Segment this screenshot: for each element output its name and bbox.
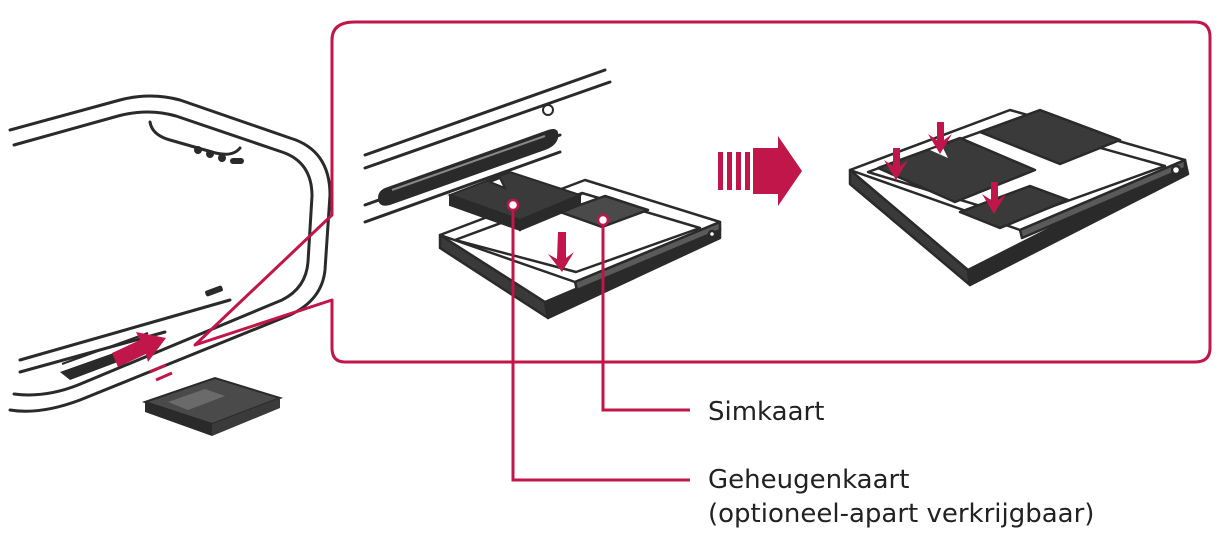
notch-camera bbox=[194, 146, 244, 164]
insert-arrow-icon bbox=[112, 332, 173, 382]
magnify-callout-frame bbox=[193, 20, 1212, 364]
memory-card-note: (optioneel-apart verkrijgbaar) bbox=[708, 499, 1095, 529]
sim-card-label: Simkaart bbox=[708, 397, 825, 427]
memory-card bbox=[447, 170, 583, 232]
leader-lines bbox=[511, 210, 690, 482]
sim-tray-open bbox=[438, 178, 722, 320]
sim-tray-small bbox=[141, 376, 284, 436]
insert-arrows-icon bbox=[884, 122, 1006, 214]
sim-card-leader bbox=[601, 225, 690, 412]
down-arrow-icon bbox=[548, 232, 574, 272]
memory-card-leader bbox=[511, 210, 690, 482]
phone-slot-magnified bbox=[378, 104, 559, 206]
memory-card-label-group: Geheugenkaart (optioneel-apart verkrijgb… bbox=[708, 463, 1094, 531]
memory-card-label: Geheugenkaart bbox=[708, 465, 910, 495]
phone-sim-slot bbox=[60, 285, 223, 380]
phone-illustration bbox=[8, 94, 332, 413]
sim-tray-filled bbox=[848, 108, 1190, 287]
memory-card-marker bbox=[506, 198, 520, 212]
transition-arrow-icon bbox=[718, 136, 802, 206]
sim-card-marker bbox=[596, 213, 610, 227]
